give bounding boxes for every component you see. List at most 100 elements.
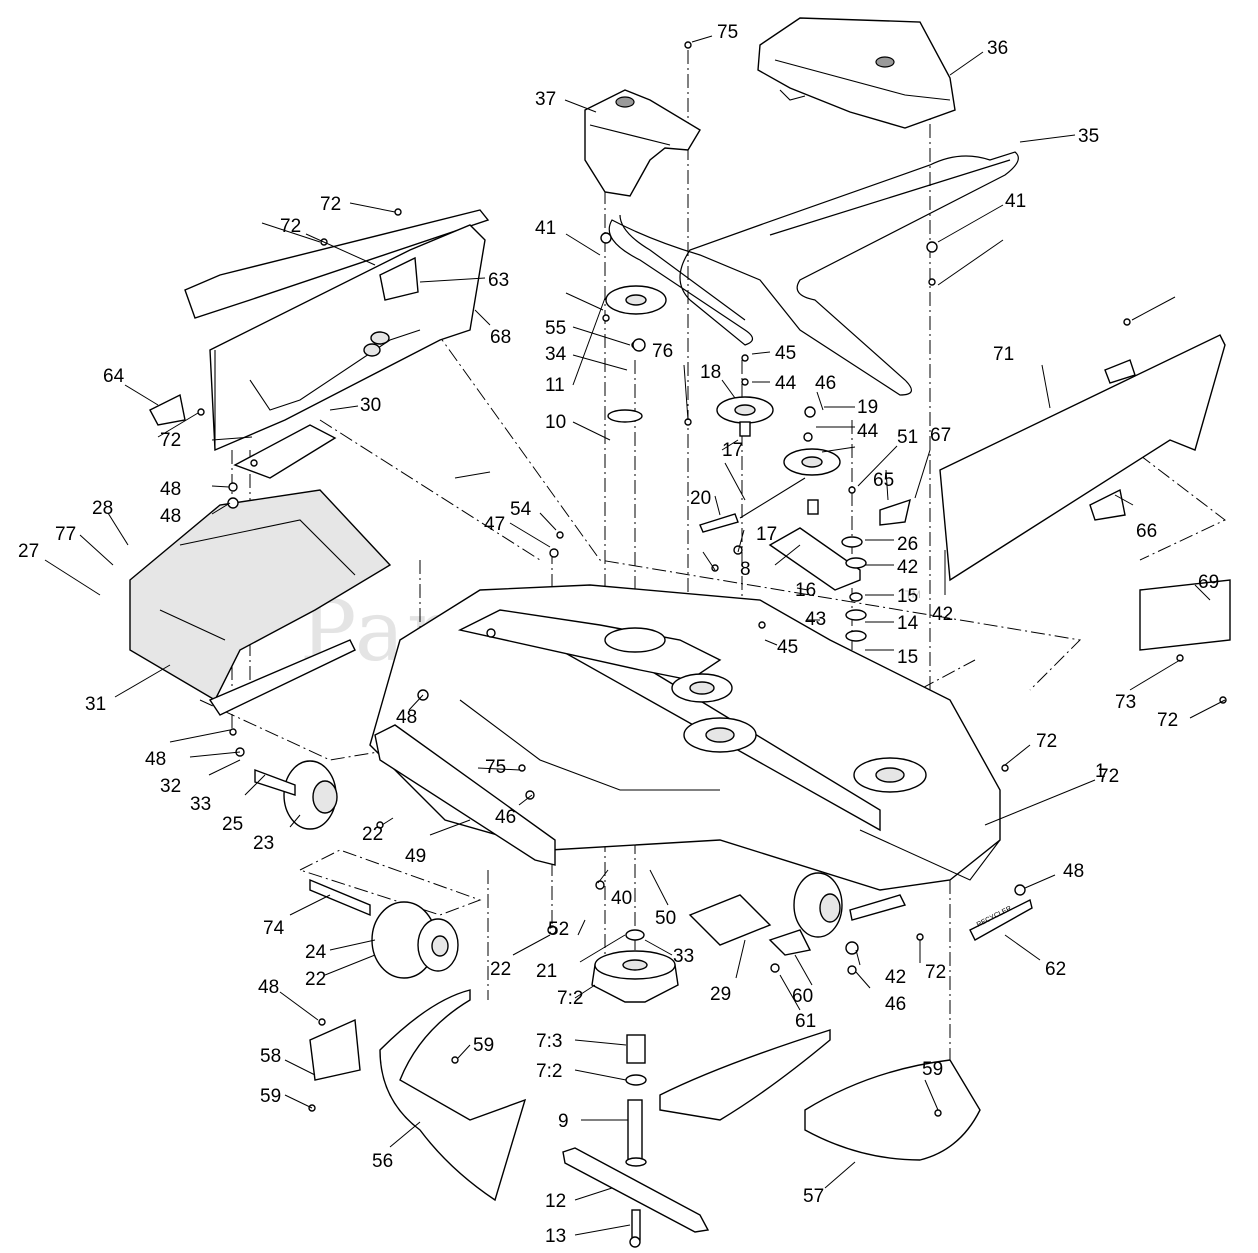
callout-16: 16 — [795, 580, 816, 601]
callout-11: 11 — [545, 375, 565, 396]
callout-13: 13 — [545, 1226, 566, 1247]
callout-46: 46 — [815, 373, 836, 394]
callout-66: 66 — [1136, 521, 1157, 542]
callout-7-3: 7:3 — [536, 1031, 562, 1052]
washer-stack — [841, 536, 867, 642]
callout-48: 48 — [160, 506, 181, 527]
callout-29: 29 — [710, 984, 731, 1005]
callout-72: 72 — [1098, 766, 1119, 787]
deflector-bracket — [768, 929, 812, 956]
callout-72: 72 — [280, 216, 301, 237]
callout-45: 45 — [777, 637, 798, 658]
idler-pulleys — [605, 285, 841, 515]
lower-baffles — [309, 989, 981, 1202]
callout-49: 49 — [405, 846, 426, 867]
callout-22: 22 — [305, 969, 326, 990]
mulch-plate — [688, 894, 772, 946]
callout-32: 32 — [160, 776, 181, 797]
callout-24: 24 — [305, 942, 327, 963]
callout-41: 41 — [1005, 191, 1026, 212]
callout-58: 58 — [260, 1046, 281, 1067]
callout-44: 44 — [857, 421, 879, 442]
recycler-decal: RECYCLER — [969, 898, 1033, 941]
callout-48: 48 — [145, 749, 166, 770]
callout-23: 23 — [253, 833, 274, 854]
callout-74: 74 — [263, 918, 285, 939]
callout-33: 33 — [673, 946, 694, 967]
callout-45: 45 — [775, 343, 796, 364]
idler-spring — [699, 477, 806, 533]
callout-51: 51 — [897, 427, 918, 448]
callout-1: 1 — [1095, 761, 1106, 782]
callout-41: 41 — [535, 218, 556, 239]
idler-arm — [768, 527, 861, 591]
callout-72: 72 — [320, 194, 341, 215]
callout-73: 73 — [1115, 692, 1136, 713]
callout-46: 46 — [885, 994, 906, 1015]
callout-48: 48 — [396, 707, 417, 728]
callout-60: 60 — [792, 986, 813, 1007]
callout-22: 22 — [362, 824, 383, 845]
front-baffle — [374, 724, 556, 866]
callout-57: 57 — [803, 1186, 824, 1207]
callout-7-2: 7:2 — [536, 1061, 562, 1082]
callout-48: 48 — [160, 479, 181, 500]
callout-76: 76 — [652, 341, 673, 362]
callout-15: 15 — [897, 647, 918, 668]
callout-34: 34 — [545, 344, 567, 365]
callout-59: 59 — [922, 1059, 943, 1080]
callout-64: 64 — [103, 366, 125, 387]
callout-42: 42 — [885, 967, 906, 988]
callout-26: 26 — [897, 534, 918, 555]
callout-10: 10 — [545, 412, 566, 433]
callout-28: 28 — [92, 498, 113, 519]
callout-47: 47 — [484, 514, 505, 535]
callout-69: 69 — [1198, 572, 1219, 593]
callout-71: 71 — [993, 344, 1014, 365]
callout-15: 15 — [897, 586, 918, 607]
callout-22: 22 — [490, 959, 511, 980]
right-side-guard — [879, 334, 1226, 582]
callout-56: 56 — [372, 1151, 393, 1172]
callout-63: 63 — [488, 270, 509, 291]
callout-12: 12 — [545, 1191, 566, 1212]
deck-pulleys — [671, 673, 927, 793]
callout-59: 59 — [260, 1086, 281, 1107]
callout-61: 61 — [795, 1011, 816, 1032]
callout-68: 68 — [490, 327, 511, 348]
callout-72: 72 — [1157, 710, 1178, 731]
callout-19: 19 — [857, 397, 878, 418]
belt-cover-right — [757, 17, 956, 129]
callout-65: 65 — [873, 470, 894, 491]
callout-7-2: 7:2 — [557, 988, 583, 1009]
callout-30: 30 — [360, 395, 381, 416]
callout-36: 36 — [987, 38, 1008, 59]
callout-48: 48 — [1063, 861, 1084, 882]
leader-lines — [44, 35, 1226, 1236]
callout-17: 17 — [756, 524, 777, 545]
callout-25: 25 — [222, 814, 243, 835]
callout-20: 20 — [690, 488, 711, 509]
deck-wheels — [254, 760, 907, 979]
callout-9: 9 — [558, 1111, 569, 1132]
callout-75: 75 — [485, 757, 506, 778]
callout-8: 8 — [740, 559, 751, 580]
callout-50: 50 — [655, 908, 676, 929]
callout-72: 72 — [925, 962, 946, 983]
upper-left-guard — [149, 209, 490, 452]
callout-55: 55 — [545, 318, 566, 339]
mount-plate — [233, 424, 337, 479]
callout-72: 72 — [160, 430, 181, 451]
callout-42: 42 — [897, 557, 918, 578]
callout-44: 44 — [775, 373, 797, 394]
callout-33: 33 — [190, 794, 211, 815]
callout-40: 40 — [611, 888, 632, 909]
callout-43: 43 — [805, 609, 826, 630]
mower-blade — [562, 1147, 710, 1233]
callout-46: 46 — [495, 807, 516, 828]
callout-27: 27 — [18, 541, 39, 562]
callout-17: 17 — [722, 440, 743, 461]
